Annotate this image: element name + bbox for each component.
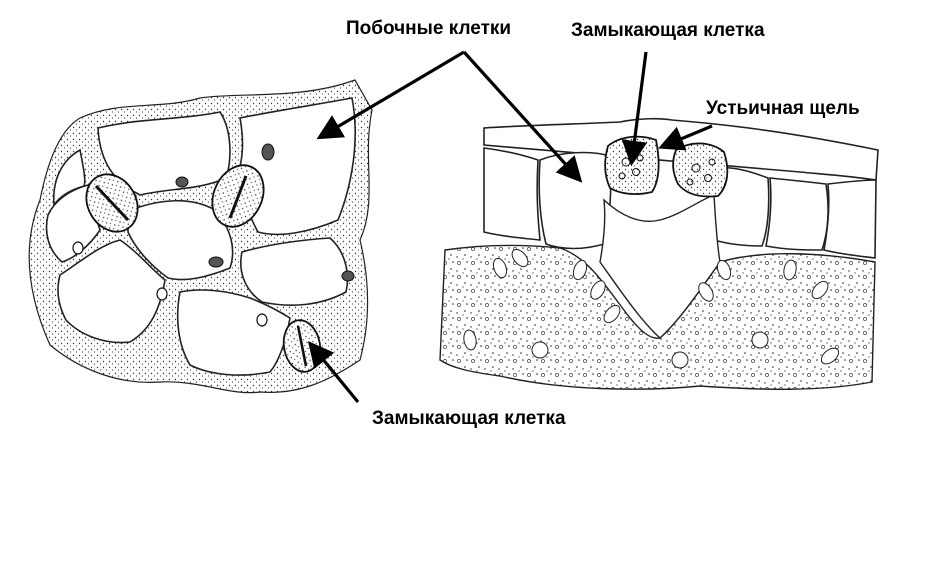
guard-cell-section-right bbox=[672, 142, 729, 198]
subsidiary-cell bbox=[823, 179, 877, 259]
arrow-subsidiary-left bbox=[316, 50, 465, 140]
epidermal-cell bbox=[52, 148, 86, 208]
cell-nucleus bbox=[341, 270, 355, 282]
label-guard-cell-top: Замыкающая клетка bbox=[571, 20, 765, 41]
mesophyll-tissue bbox=[439, 244, 876, 390]
epidermal-cell bbox=[240, 237, 349, 306]
cell-nucleus bbox=[175, 176, 189, 188]
epidermal-cell bbox=[176, 289, 291, 376]
arrow-subsidiary-right bbox=[462, 50, 583, 183]
arrow-guard-cell-top bbox=[621, 51, 648, 167]
guard-cell-section-left bbox=[604, 135, 660, 195]
annotations: Побочные клетки Замыкающая клетка Устьич… bbox=[307, 18, 860, 429]
leaf-cross-section bbox=[439, 117, 879, 390]
label-guard-cell-bottom: Замыкающая клетка bbox=[372, 408, 566, 429]
cell-nucleus bbox=[156, 287, 168, 301]
label-stomatal-pore: Устьичная щель bbox=[706, 98, 860, 119]
subsidiary-cell bbox=[538, 151, 612, 250]
cell-nucleus bbox=[72, 241, 84, 255]
cell-nucleus bbox=[208, 256, 224, 268]
arrow-guard-cell-bottom bbox=[307, 341, 360, 404]
subsidiary-cell bbox=[483, 147, 541, 241]
label-subsidiary-cells: Побочные клетки bbox=[346, 18, 511, 39]
subsidiary-cell bbox=[765, 177, 829, 251]
epidermal-cell bbox=[57, 239, 166, 344]
stoma-surface bbox=[211, 164, 265, 228]
cell-nucleus bbox=[256, 313, 268, 327]
stoma-surface bbox=[85, 173, 139, 233]
epidermal-cell bbox=[127, 199, 234, 281]
arrow-stomatal-pore bbox=[658, 124, 713, 151]
epidermis-surface-view bbox=[28, 79, 373, 394]
cell-nucleus bbox=[261, 143, 275, 161]
chloroplasts bbox=[463, 248, 840, 369]
